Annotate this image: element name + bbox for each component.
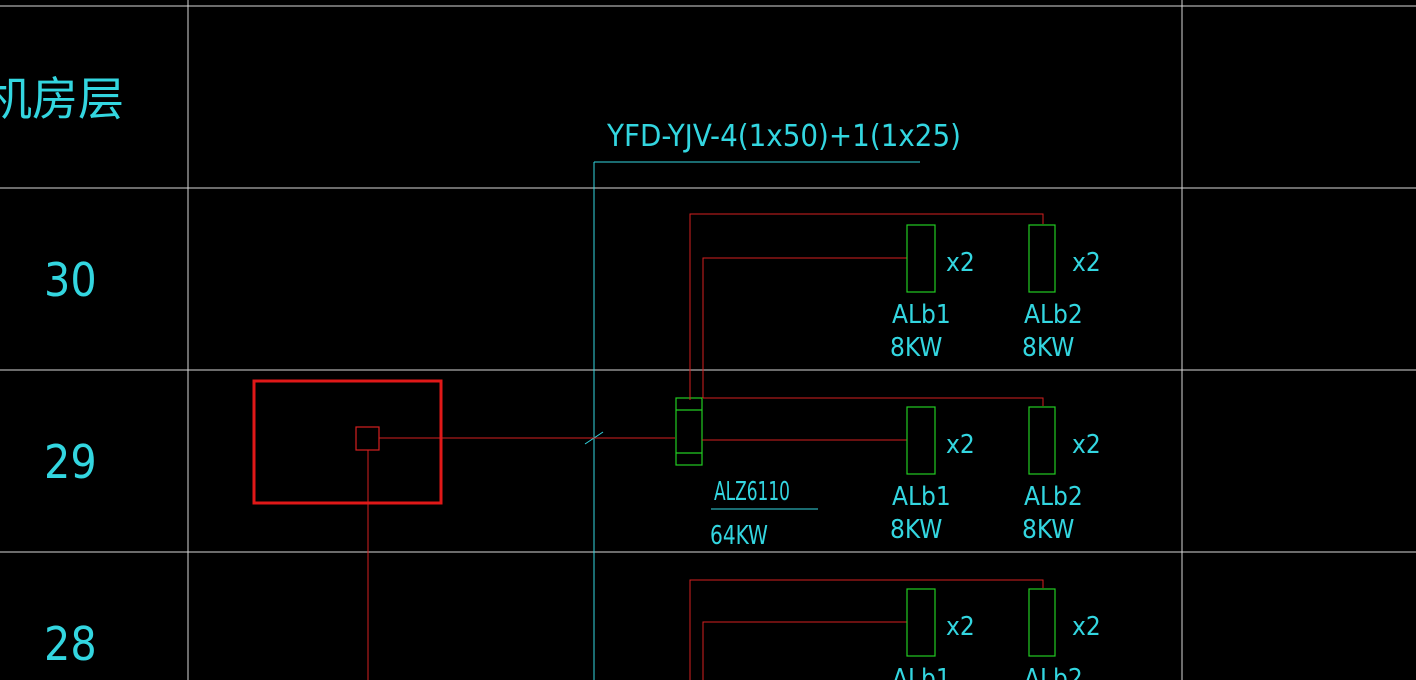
distribution-panel[interactable]: ALZ6110 64KW — [675, 397, 818, 551]
floor-label-28: 28 — [44, 617, 97, 671]
feeder-cable[interactable]: YFD-YJV-4(1x50)+1(1x25) — [584, 119, 961, 680]
load-id: ALb2 — [1024, 482, 1083, 512]
load-alb2-f29[interactable] — [1028, 406, 1056, 475]
branch-cables — [689, 213, 1044, 680]
load-group-floor-30: x2 ALb1 8KW x2 ALb2 8KW — [890, 224, 1101, 363]
load-group-floor-29: x2 ALb1 8KW x2 ALb2 8KW — [890, 406, 1101, 545]
load-multiplier: x2 — [1072, 248, 1101, 278]
floor-label-30: 30 — [44, 253, 97, 307]
panel-power: 64KW — [710, 521, 768, 551]
load-id: ALb2 — [1024, 664, 1083, 680]
load-power: 8KW — [1022, 333, 1074, 363]
load-power: 8KW — [1022, 515, 1074, 545]
load-group-floor-28: x2 ALb1 x2 ALb2 — [892, 588, 1101, 680]
load-id: ALb1 — [892, 482, 951, 512]
load-power: 8KW — [890, 333, 942, 363]
floor-label-machine-room: 机房层 — [0, 72, 124, 126]
load-power: 8KW — [890, 515, 942, 545]
load-alb1-f28[interactable] — [906, 588, 936, 657]
load-multiplier: x2 — [946, 248, 975, 278]
load-alb1-f30[interactable] — [906, 224, 936, 293]
panel-id: ALZ6110 — [714, 477, 790, 507]
load-id: ALb1 — [892, 664, 951, 680]
load-alb2-f28[interactable] — [1028, 588, 1056, 657]
load-multiplier: x2 — [1072, 612, 1101, 642]
load-multiplier: x2 — [946, 612, 975, 642]
load-multiplier: x2 — [946, 430, 975, 460]
load-alb2-f30[interactable] — [1028, 224, 1056, 293]
selected-source-block[interactable] — [252, 379, 675, 680]
load-alb1-f29[interactable] — [906, 406, 936, 475]
load-id: ALb2 — [1024, 300, 1083, 330]
load-id: ALb1 — [892, 300, 951, 330]
load-multiplier: x2 — [1072, 430, 1101, 460]
feeder-cable-label: YFD-YJV-4(1x50)+1(1x25) — [606, 119, 961, 154]
floor-label-29: 29 — [44, 435, 97, 489]
